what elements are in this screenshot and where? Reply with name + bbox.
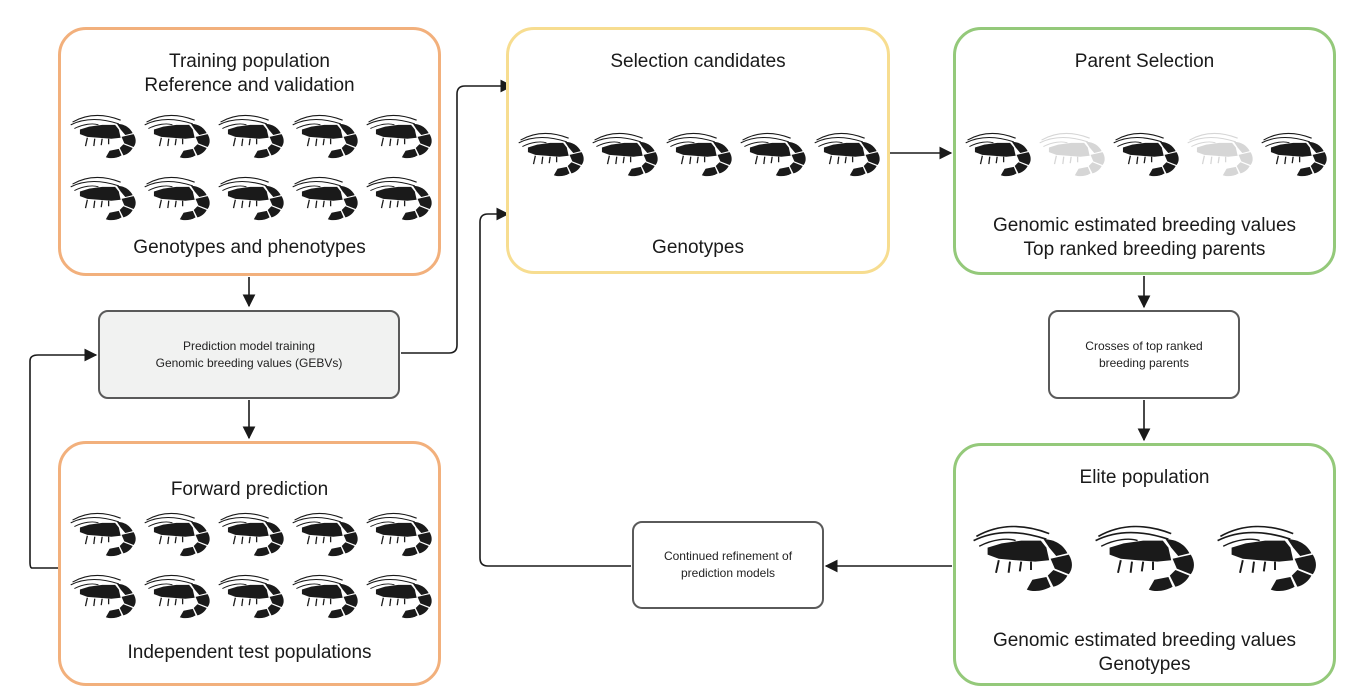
selection-shrimp-row: [515, 128, 885, 183]
shrimp-icon: [1094, 525, 1195, 593]
shrimp-icon: [1113, 132, 1180, 177]
forward-shrimp-row-2: [67, 570, 437, 625]
shrimp-icon: [965, 132, 1032, 177]
parent-caption-line-2: Top ranked breeding parents: [1023, 239, 1266, 260]
refinement-step: Continued refinement of prediction model…: [632, 521, 824, 609]
shrimp-icon: [292, 176, 359, 221]
training-population-box: Training population Reference and valida…: [58, 27, 441, 276]
shrimp-icon: [666, 132, 733, 177]
elite-shrimp-row: [968, 518, 1324, 599]
elite-caption-line-1: Genomic estimated breeding values: [992, 630, 1297, 651]
shrimp-icon: [1039, 132, 1106, 177]
shrimp-icon: [144, 512, 211, 557]
shrimp-icon: [144, 114, 211, 159]
shrimp-icon: [366, 114, 433, 159]
training-shrimp-row-2: [67, 172, 437, 227]
training-shrimp-row-1: [67, 110, 437, 165]
shrimp-icon: [144, 574, 211, 619]
shrimp-icon: [218, 574, 285, 619]
shrimp-icon: [292, 114, 359, 159]
parent-shrimp-row: [962, 128, 1332, 183]
training-title: Training population: [169, 51, 330, 72]
training-caption: Genotypes and phenotypes: [133, 237, 366, 258]
forward-prediction-box: Forward prediction Independent test popu…: [58, 441, 441, 686]
shrimp-icon: [1261, 132, 1328, 177]
parent-selection-box: Parent Selection Genomic estimated breed…: [953, 27, 1336, 275]
shrimp-icon: [592, 132, 659, 177]
shrimp-icon: [70, 512, 137, 557]
parent-caption-line-1: Genomic estimated breeding values: [992, 215, 1297, 236]
training-subtitle: Reference and validation: [144, 75, 355, 96]
shrimp-icon: [218, 114, 285, 159]
shrimp-icon: [518, 132, 585, 177]
elite-title: Elite population: [1079, 467, 1210, 488]
selection-caption: Genotypes: [652, 237, 744, 258]
shrimp-icon: [218, 176, 285, 221]
shrimp-icon: [366, 574, 433, 619]
shrimp-icon: [366, 512, 433, 557]
parent-title: Parent Selection: [1074, 51, 1215, 72]
shrimp-icon: [144, 176, 211, 221]
shrimp-icon: [292, 574, 359, 619]
crosses-step: Crosses of top ranked breeding parents: [1048, 310, 1240, 399]
model-step-line-1: Prediction model training: [182, 338, 316, 353]
shrimp-icon: [218, 512, 285, 557]
shrimp-icon: [366, 176, 433, 221]
shrimp-icon: [740, 132, 807, 177]
selection-title: Selection candidates: [610, 51, 786, 72]
shrimp-icon: [292, 512, 359, 557]
forward-title: Forward prediction: [170, 479, 329, 500]
model-step-line-2: Genomic breeding values (GEBVs): [155, 355, 343, 370]
prediction-model-training-step: Prediction model training Genomic breedi…: [98, 310, 400, 399]
crosses-step-line-2: breeding parents: [1098, 355, 1190, 370]
selection-candidates-box: Selection candidates Genotypes: [506, 27, 890, 274]
forward-caption: Independent test populations: [127, 642, 372, 663]
elite-caption-line-2: Genotypes: [1098, 654, 1191, 675]
elite-population-box: Elite population Genomic estimated breed…: [953, 443, 1336, 686]
shrimp-icon: [1187, 132, 1254, 177]
shrimp-icon: [70, 574, 137, 619]
shrimp-icon: [1216, 525, 1317, 593]
shrimp-icon: [814, 132, 881, 177]
refine-step-line-1: Continued refinement of: [663, 549, 793, 563]
crosses-step-line-1: Crosses of top ranked: [1085, 338, 1203, 353]
forward-shrimp-row-1: [67, 508, 437, 563]
shrimp-icon: [972, 525, 1073, 593]
shrimp-icon: [70, 176, 137, 221]
refine-step-line-2: prediction models: [680, 566, 776, 580]
shrimp-icon: [70, 114, 137, 159]
